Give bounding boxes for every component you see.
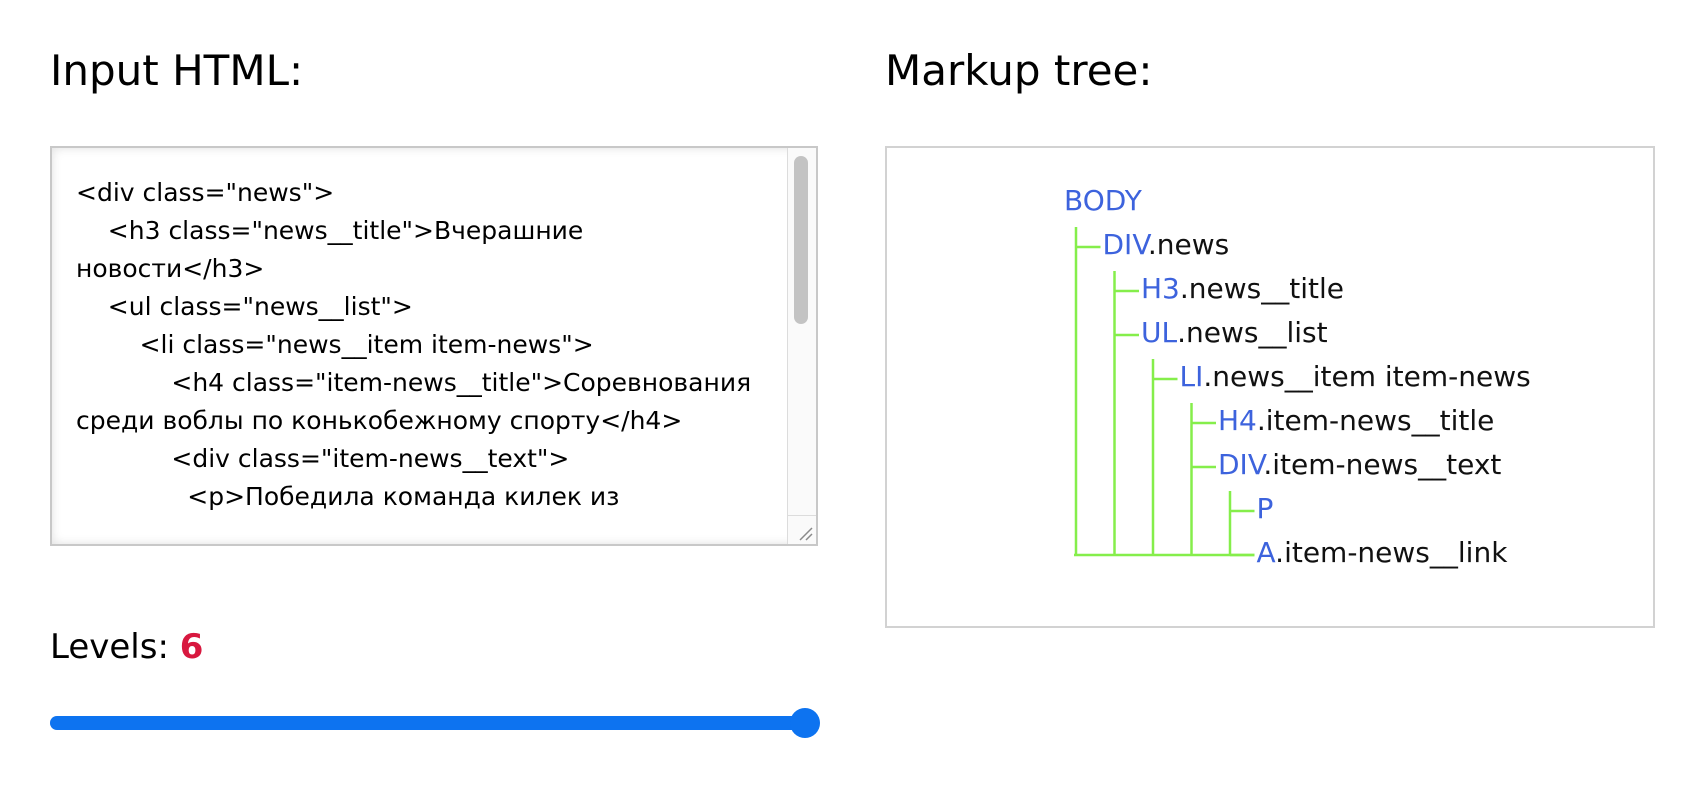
- tree-node-tag: H4: [1218, 404, 1257, 437]
- tree-node-class: .item-news__title: [1256, 404, 1495, 437]
- tree-node: DIV.item-news__text: [1218, 451, 1501, 479]
- tree-node-class: .news__title: [1179, 272, 1344, 305]
- vertical-scrollbar[interactable]: [787, 148, 816, 516]
- tree-node: P: [1257, 495, 1274, 523]
- tree-node-class: .news__list: [1177, 316, 1328, 349]
- levels-value: 6: [179, 627, 204, 667]
- tree-node: H4.item-news__title: [1218, 407, 1494, 435]
- scrollbar-thumb[interactable]: [794, 156, 808, 324]
- tree-node-tag: P: [1256, 492, 1274, 525]
- slider-fill: [50, 716, 805, 730]
- markup-tree-heading: Markup tree:: [885, 46, 1153, 95]
- slider-thumb[interactable]: [790, 708, 820, 738]
- tree-node: DIV.news: [1103, 231, 1230, 259]
- html-input-content[interactable]: <div class="news"> <h3 class="news__titl…: [76, 178, 752, 511]
- tree-node-class: .news: [1147, 228, 1230, 261]
- tree-node: H3.news__title: [1141, 275, 1344, 303]
- tree-connector-lines: [1074, 227, 1255, 557]
- tree-node-tag: BODY: [1064, 184, 1142, 217]
- levels-slider[interactable]: [50, 708, 820, 738]
- tree-node-tag: DIV: [1102, 228, 1148, 261]
- tree-node-class: .news__item item-news: [1203, 360, 1531, 393]
- tree-node: LI.news__item item-news: [1180, 363, 1531, 391]
- tree-node-class: .item-news__text: [1263, 448, 1502, 481]
- html-input-textarea[interactable]: <div class="news"> <h3 class="news__titl…: [50, 146, 818, 546]
- tree-node-tag: A: [1256, 536, 1276, 569]
- tree-node-tag: UL: [1141, 316, 1178, 349]
- tree-node: A.item-news__link: [1257, 539, 1508, 567]
- input-html-heading: Input HTML:: [50, 46, 304, 95]
- tree-node: BODY: [1064, 187, 1142, 215]
- tree-node-tag: LI: [1179, 360, 1204, 393]
- levels-label: Levels:: [50, 627, 169, 667]
- tree-node-class: .item-news__link: [1275, 536, 1508, 569]
- resize-handle-icon[interactable]: [787, 515, 816, 544]
- tree-node-tag: H3: [1141, 272, 1180, 305]
- tree-node: UL.news__list: [1141, 319, 1328, 347]
- tree-node-tag: DIV: [1218, 448, 1264, 481]
- levels-readout: Levels: 6: [50, 630, 203, 664]
